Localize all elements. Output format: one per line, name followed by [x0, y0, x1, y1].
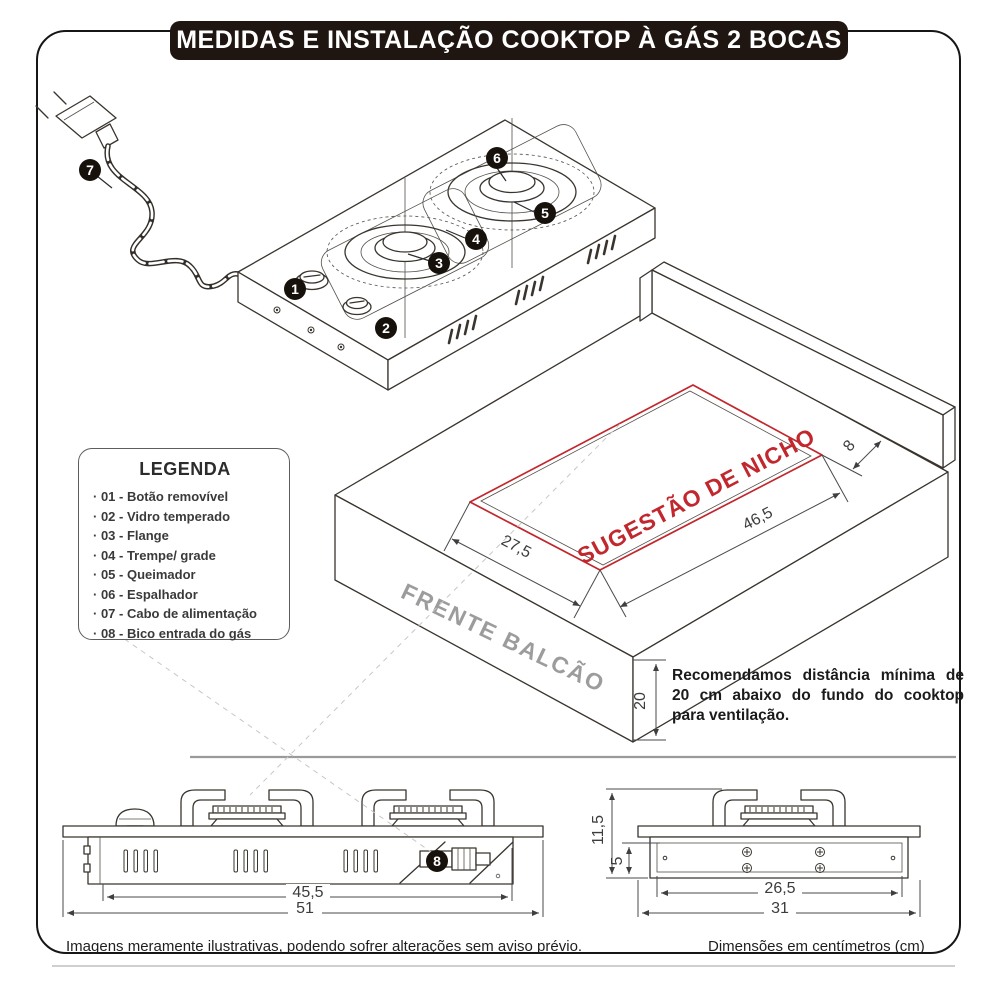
- dim-side-total-height: 11,5: [590, 788, 722, 879]
- dim-front-inner-label: 45,5: [292, 884, 323, 901]
- ventilation-note: Recomendamos distância mínima de 20 cm a…: [672, 667, 964, 724]
- legend-item-7: · 07 - Cabo de alimentação: [93, 606, 257, 621]
- legend-item-5: · 05 - Queimador: [93, 567, 196, 582]
- side-view-glass: [637, 825, 921, 838]
- dim-front-outer: 51: [62, 840, 544, 917]
- callout-8-number: 8: [433, 853, 441, 869]
- power-cable: [104, 143, 241, 290]
- legend-item-4: · 04 - Trempe/ grade: [93, 547, 216, 563]
- front-view-glass: [62, 825, 544, 838]
- power-plug-icon: [35, 91, 119, 149]
- legend-item-6: · 06 - Espalhador: [93, 586, 198, 602]
- side-view: 11,5 5 26,5 31: [590, 788, 921, 917]
- callout-6-number: 6: [493, 150, 501, 166]
- side-view-burner: [712, 789, 846, 827]
- front-view-vents: [123, 849, 378, 873]
- callout-8: 8: [426, 850, 448, 872]
- dim-side-body-height-label: 5: [609, 856, 626, 865]
- callout-5: 5: [534, 202, 556, 224]
- dim-clearance-below: 20: [632, 659, 666, 741]
- front-view: 45,5 51: [62, 789, 544, 917]
- callout-5-number: 5: [541, 205, 549, 221]
- callout-1: 1: [284, 278, 306, 300]
- cooktop-front-face: [387, 207, 656, 391]
- side-view-body: [649, 836, 909, 879]
- dim-clearance-below-label: 20: [632, 692, 649, 710]
- backsplash-end-face: [942, 406, 956, 469]
- legend-item-1: · 01 - Botão removível: [93, 489, 229, 504]
- front-view-burner-1: [180, 789, 314, 827]
- burner-rear-spreader: [488, 170, 536, 194]
- callout-3: 3: [428, 252, 450, 274]
- cooktop-vent-slots: [447, 234, 617, 345]
- callout-6: 6: [486, 147, 508, 169]
- page-title: MEDIDAS E INSTALAÇÃO COOKTOP À GÁS 2 BOC…: [176, 26, 842, 54]
- legend-list: · 01 - Botão removível · 02 - Vidro temp…: [93, 487, 277, 643]
- dim-side-total-height-label: 11,5: [590, 815, 607, 845]
- footer-disclaimer: Imagens meramente ilustrativas, podendo …: [66, 938, 583, 955]
- dim-side-inner-label: 26,5: [764, 880, 795, 897]
- front-view-burner-2: [361, 789, 495, 827]
- cooktop-screws: [273, 306, 345, 351]
- callout-4-number: 4: [472, 231, 480, 247]
- callout-3-number: 3: [435, 255, 443, 271]
- side-view-screws: [662, 847, 896, 873]
- callout-4: 4: [465, 228, 487, 250]
- backsplash-left-cap: [639, 269, 653, 322]
- callout-7: 7: [79, 159, 101, 181]
- callout-7-number: 7: [86, 162, 94, 178]
- legend-box: LEGENDA · 01 - Botão removível · 02 - Vi…: [78, 448, 290, 643]
- burner-rear: [422, 118, 602, 268]
- burner-front-spreader: [382, 231, 428, 253]
- projection-lines: [99, 423, 621, 857]
- dim-side-outer: 31: [637, 880, 921, 917]
- callout-leaders: [96, 167, 535, 262]
- dim-side-inner: 26,5: [656, 876, 903, 897]
- callout-2-number: 2: [382, 320, 390, 336]
- callout-1-number: 1: [291, 281, 299, 297]
- legend-item-2: · 02 - Vidro temperado: [93, 508, 231, 524]
- counter-right-face: [632, 471, 949, 743]
- legend-title: LEGENDA: [139, 459, 231, 479]
- side-view-inner-panel: [656, 842, 903, 873]
- dim-side-body-height: 5: [609, 842, 660, 874]
- title-bar: MEDIDAS E INSTALAÇÃO COOKTOP À GÁS 2 BOC…: [170, 21, 848, 60]
- legend-item-8: · 08 - Bico entrada do gás: [93, 625, 252, 641]
- dim-front-inner: 45,5: [102, 848, 513, 901]
- legend-item-3: · 03 - Flange: [93, 528, 169, 543]
- dim-side-outer-label: 31: [771, 900, 789, 917]
- cooktop-illustration: [35, 91, 656, 391]
- dim-front-outer-label: 51: [296, 900, 314, 917]
- callout-2: 2: [375, 317, 397, 339]
- burner-front: [320, 178, 490, 338]
- knob-rear: [342, 296, 372, 316]
- footer-units: Dimensões em centímetros (cm): [708, 938, 925, 955]
